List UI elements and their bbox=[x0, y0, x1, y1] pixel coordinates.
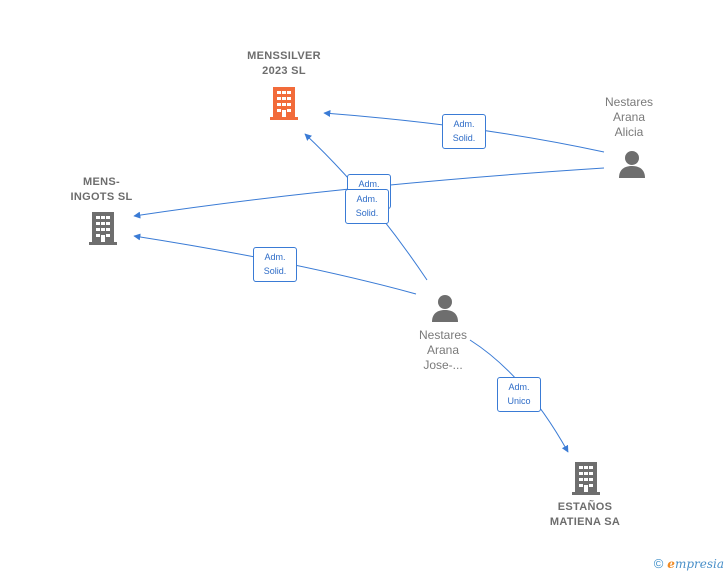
person-name-jose[interactable]: Nestares Arana Jose-... bbox=[418, 328, 468, 372]
building-icon[interactable] bbox=[87, 210, 119, 246]
person-icon[interactable] bbox=[429, 292, 461, 324]
building-icon[interactable] bbox=[268, 85, 300, 121]
brand-logo: empresia bbox=[667, 556, 724, 571]
brand-watermark: © empresia bbox=[654, 556, 724, 571]
copyright-symbol: © bbox=[653, 556, 664, 571]
edge-label-jose-estanos: Adm. Unico bbox=[497, 377, 541, 412]
person-icon[interactable] bbox=[616, 148, 648, 180]
person-name-alicia[interactable]: Nestares Arana Alicia bbox=[604, 95, 654, 139]
building-icon[interactable] bbox=[570, 460, 602, 496]
edge-label-alicia-menssilver: Adm. Solid. bbox=[442, 114, 486, 149]
company-name-mensingots[interactable]: MENS- INGOTS SL bbox=[70, 176, 133, 203]
edge-label-jose-menssilver: Adm. Solid. bbox=[345, 189, 389, 224]
edge-label-jose-mensingots: Adm. Solid. bbox=[253, 247, 297, 282]
company-name-menssilver[interactable]: MENSSILVER 2023 SL bbox=[247, 50, 321, 77]
company-name-estanos[interactable]: ESTAÑOS MATIENA SA bbox=[549, 501, 621, 528]
